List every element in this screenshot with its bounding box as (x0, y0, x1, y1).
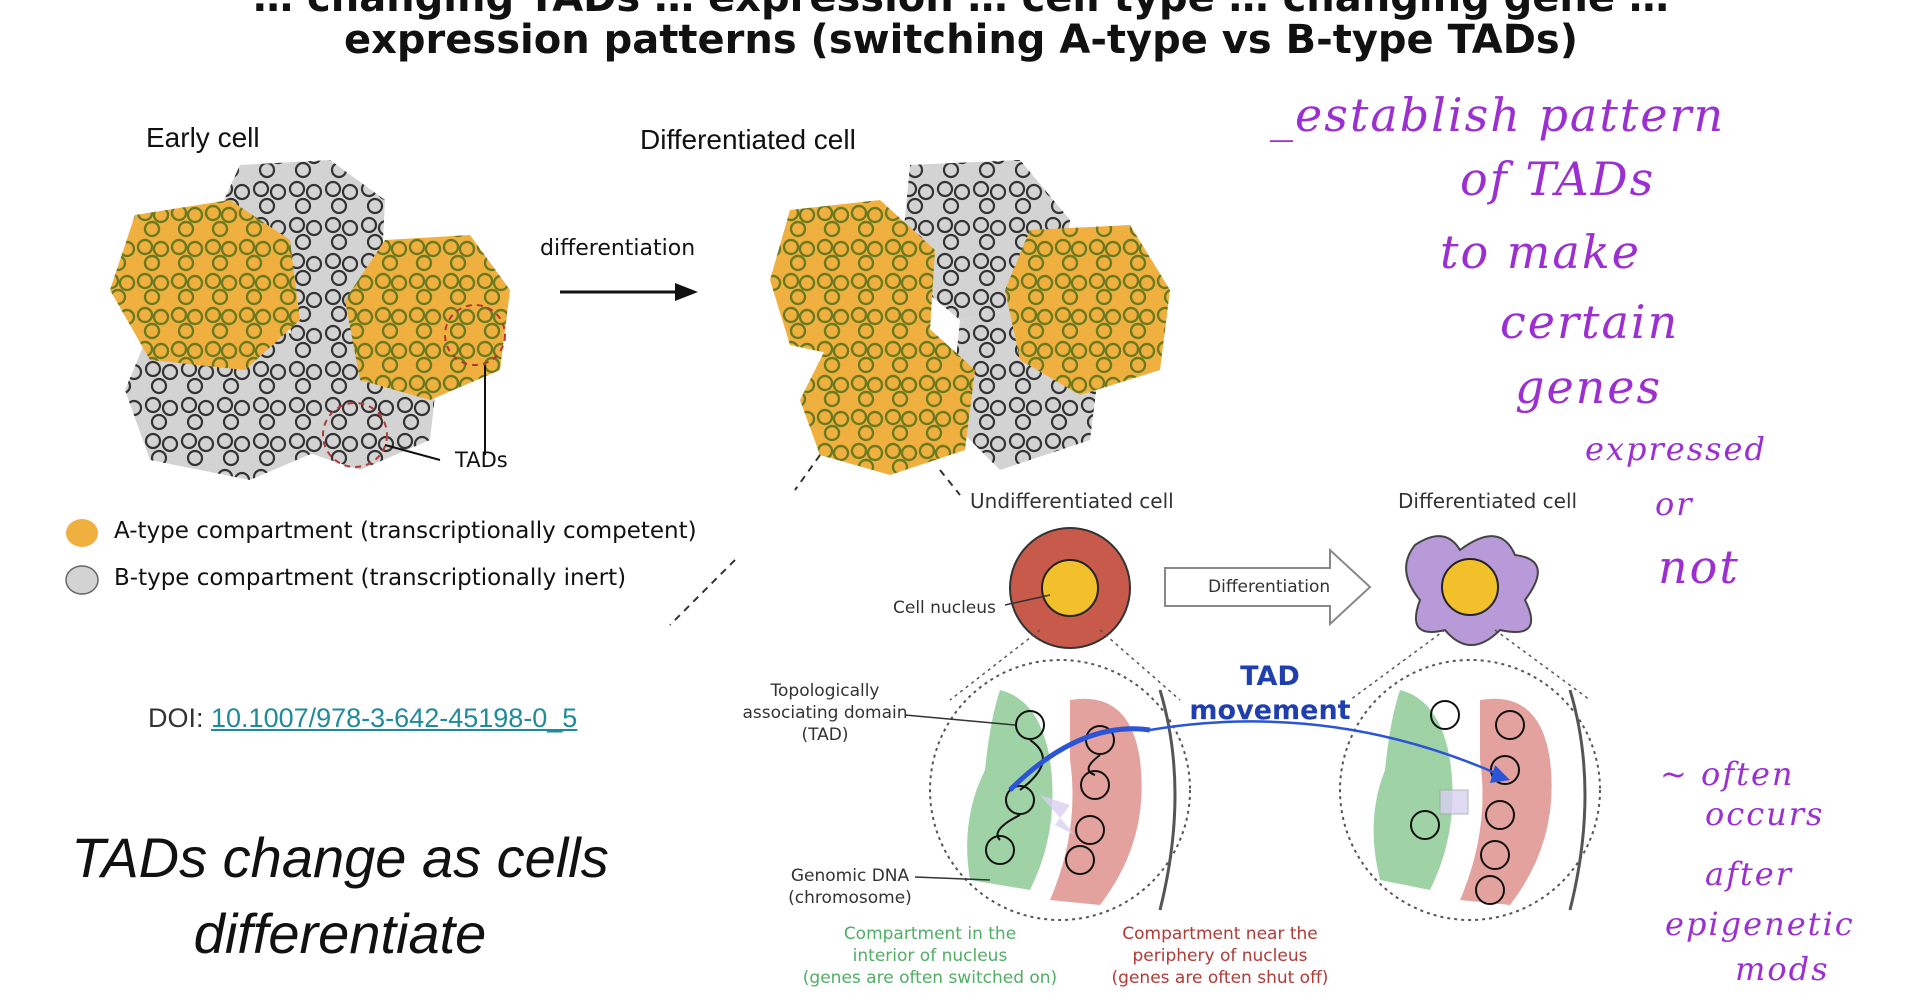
periphery-compartment-label: Compartment near the periphery of nucleu… (1080, 923, 1360, 989)
interior-line-1: Compartment in the (843, 924, 1017, 944)
genomic-dna-line-2: (chromosome) (788, 888, 912, 908)
diff-cell-a-compartments (770, 200, 1170, 475)
caption: TADs change as cells differentiate (40, 820, 640, 972)
interior-compartment-label: Compartment in the interior of nucleus (… (780, 923, 1080, 989)
interior-line-3: (genes are often switched on) (802, 968, 1058, 988)
note2-line-5: mods (1735, 950, 1830, 988)
tad-circle-1 (444, 304, 506, 366)
note2-line-2: occurs (1705, 795, 1825, 833)
tad-movement-line-2: movement (1189, 695, 1351, 726)
doi-citation: DOI: 10.1007/978-3-642-45198-0_5 (148, 703, 577, 734)
note1-line-1: _establish pattern (1270, 88, 1726, 142)
caption-line-1: TADs change as cells (71, 826, 609, 889)
note1-line-5: genes (1515, 360, 1663, 414)
tad-movement-arrow-left (1008, 726, 1151, 792)
periphery-line-3: (genes are often shut off) (1111, 968, 1329, 988)
periphery-line-1: Compartment near the (1122, 924, 1318, 944)
early-cell-label: Early cell (146, 122, 260, 153)
doi-prefix: DOI: (148, 703, 212, 733)
title-line-1: … changing TADs … expression … cell type… (0, 0, 1922, 22)
note2-line-1: ~ often (1660, 755, 1795, 793)
tad-circle-2 (322, 402, 388, 468)
tads-label: TADs (455, 448, 508, 472)
legend-swatch-a (66, 519, 98, 547)
legend-a-type: A-type compartment (transcriptionally co… (114, 518, 697, 544)
differentiation-outline-arrow (1164, 547, 1372, 627)
genomic-dna-line-1: Genomic DNA (790, 866, 910, 886)
genomic-dna-label: Genomic DNA (chromosome) (770, 865, 930, 909)
note2-line-4: epigenetic (1665, 905, 1855, 943)
note2-line-3: after (1705, 855, 1794, 893)
tad-movement-label: TAD movement (1180, 660, 1360, 728)
cell-nucleus-label: Cell nucleus (893, 598, 996, 618)
note1-line-2: of TADs (1460, 152, 1656, 206)
interior-line-2: interior of nucleus (852, 946, 1008, 966)
periphery-compartment-left (1050, 698, 1142, 905)
note1-line-7: or (1655, 485, 1694, 523)
differentiated-cell-label: Differentiated cell (640, 124, 856, 155)
undiff-nucleus (1041, 559, 1099, 617)
tad-label-line-2: associating domain (742, 703, 908, 723)
tad-label: Topologically associating domain (TAD) (725, 680, 925, 746)
legend-b-type: B-type compartment (transcriptionally in… (114, 565, 627, 591)
undiff-cell-label: Undifferentiated cell (970, 489, 1174, 513)
interior-compartment-right (1373, 690, 1453, 890)
note1-line-8: not (1658, 540, 1740, 594)
periphery-line-2: periphery of nucleus (1132, 946, 1308, 966)
differentiation-arrow-label: Differentiation (1208, 577, 1331, 597)
note1-line-3: to make (1440, 225, 1641, 279)
tad-movement-line-1: TAD (1240, 661, 1300, 692)
doi-link[interactable]: 10.1007/978-3-642-45198-0_5 (211, 703, 578, 733)
diff-nucleus (1441, 558, 1499, 616)
title-line-2: expression patterns (switching A-type vs… (343, 17, 1579, 63)
note1-line-6: expressed (1585, 430, 1767, 468)
diff-cell-label: Differentiated cell (1398, 489, 1578, 513)
caption-line-2: differentiate (193, 902, 487, 965)
note1-line-4: certain (1500, 295, 1680, 349)
tad-label-line-1: Topologically (770, 681, 880, 701)
tad-movement-arrow-long (1149, 720, 1501, 777)
legend-swatch-b (65, 565, 99, 595)
differentiation-label: differentiation (540, 236, 696, 261)
tad-label-line-3: (TAD) (801, 725, 849, 745)
early-cell-a-compartments (110, 200, 510, 400)
